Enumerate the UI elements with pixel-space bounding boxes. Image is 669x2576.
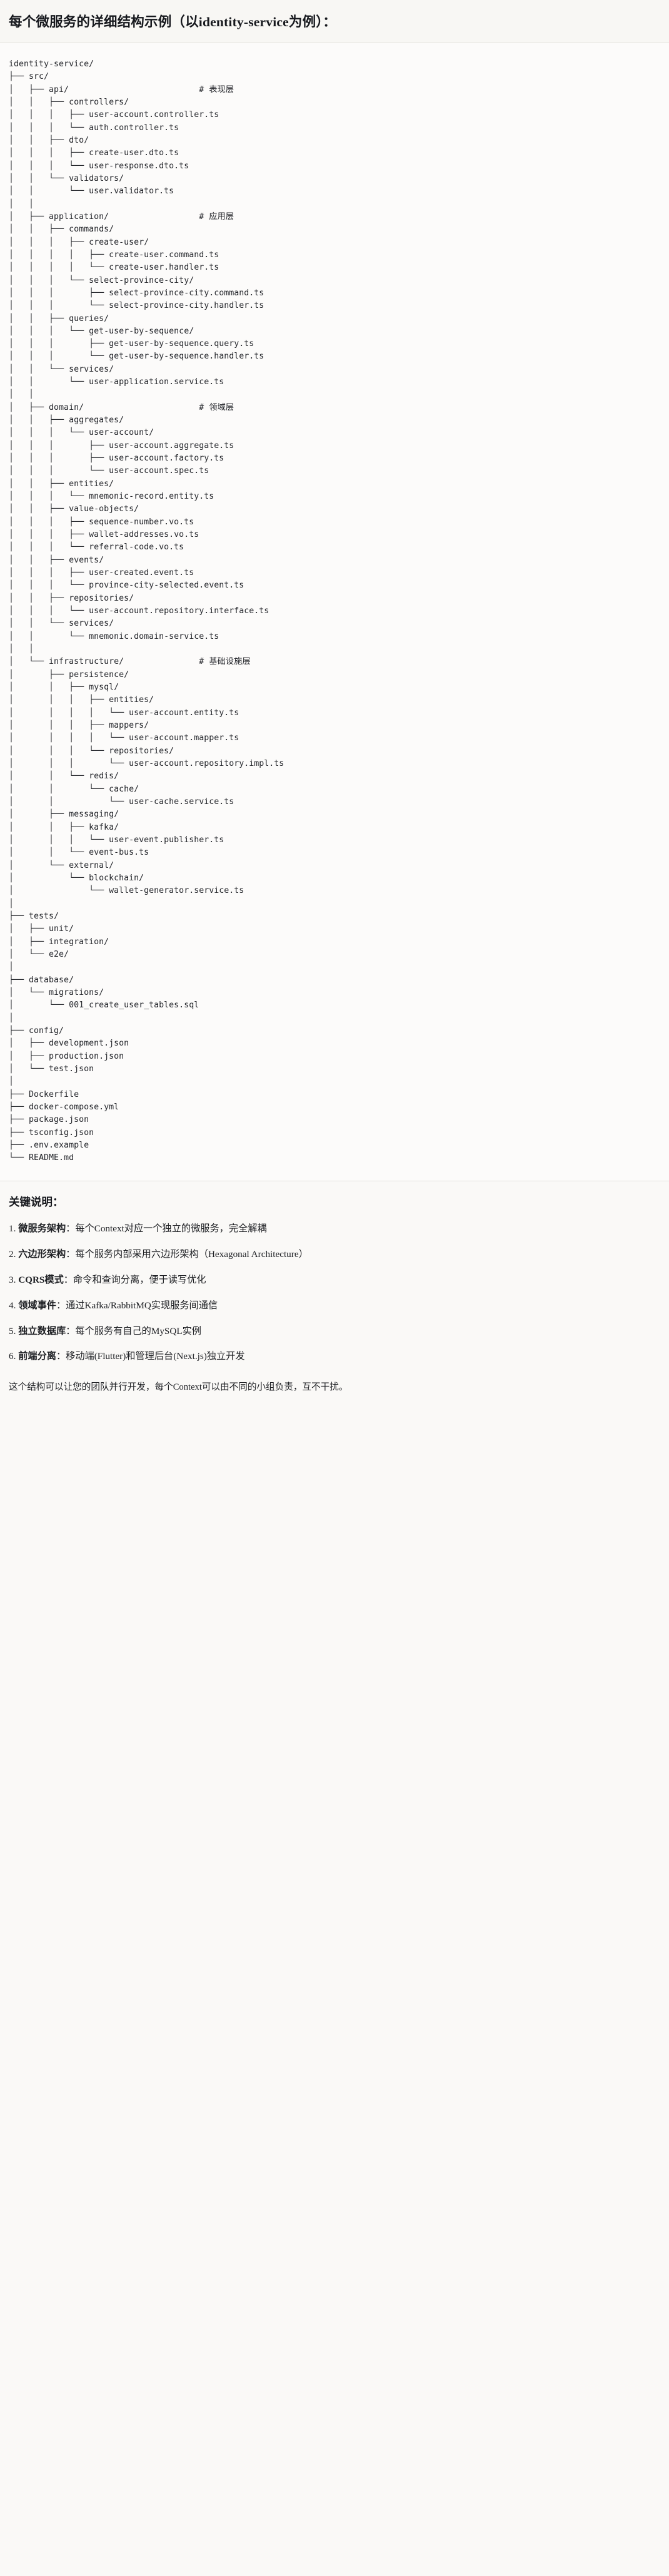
key-note-term: 前端分离 xyxy=(18,1351,56,1362)
key-note-number: 1. xyxy=(9,1223,16,1235)
key-note-item: 3. CQRS模式：命令和查询分离，便于读写优化 xyxy=(9,1273,660,1288)
key-note-separator: ： xyxy=(56,1351,66,1362)
key-note-number: 4. xyxy=(9,1300,16,1311)
key-note-item: 4. 领域事件：通过Kafka/RabbitMQ实现服务间通信 xyxy=(9,1299,660,1313)
key-note-separator: ： xyxy=(66,1249,76,1260)
key-note-item: 1. 微服务架构：每个Context对应一个独立的微服务，完全解耦 xyxy=(9,1222,660,1236)
key-note-term: 微服务架构 xyxy=(18,1223,66,1235)
key-note-description: 命令和查询分离，便于读写优化 xyxy=(73,1275,206,1286)
key-note-item: 5. 独立数据库：每个服务有自己的MySQL实例 xyxy=(9,1325,660,1339)
key-note-separator: ： xyxy=(56,1300,66,1311)
closing-paragraph: 这个结构可以让您的团队并行开发，每个Context可以由不同的小组负责，互不干扰… xyxy=(9,1382,348,1393)
key-note-number: 6. xyxy=(9,1351,16,1362)
key-note-description: 每个服务内部采用六边形架构（Hexagonal Architecture） xyxy=(75,1249,308,1260)
document-page: 每个微服务的详细结构示例（以identity-service为例）： ident… xyxy=(0,0,669,1412)
page-title: 每个微服务的详细结构示例（以identity-service为例）： xyxy=(9,14,336,29)
key-note-separator: ： xyxy=(66,1223,76,1235)
key-note-term: 独立数据库 xyxy=(18,1325,66,1336)
key-note-term: CQRS模式 xyxy=(18,1275,64,1286)
key-notes-heading: 关键说明： xyxy=(9,1196,64,1209)
key-note-separator: ： xyxy=(63,1275,73,1286)
key-note-item: 6. 前端分离：移动端(Flutter)和管理后台(Next.js)独立开发 xyxy=(9,1350,660,1364)
key-note-separator: ： xyxy=(66,1325,76,1336)
document-header: 每个微服务的详细结构示例（以identity-service为例）： xyxy=(0,0,669,43)
key-note-item: 2. 六边形架构：每个服务内部采用六边形架构（Hexagonal Archite… xyxy=(9,1248,660,1262)
key-note-term: 领域事件 xyxy=(18,1300,56,1311)
key-note-term: 六边形架构 xyxy=(18,1249,66,1260)
directory-tree: identity-service/ ├── src/ │ ├── api/ # … xyxy=(9,59,284,1163)
directory-tree-block: identity-service/ ├── src/ │ ├── api/ # … xyxy=(0,43,669,1182)
key-note-number: 2. xyxy=(9,1249,16,1260)
key-note-description: 每个服务有自己的MySQL实例 xyxy=(75,1325,201,1336)
key-note-description: 通过Kafka/RabbitMQ实现服务间通信 xyxy=(66,1300,218,1311)
key-note-description: 每个Context对应一个独立的微服务，完全解耦 xyxy=(75,1223,267,1235)
key-note-description: 移动端(Flutter)和管理后台(Next.js)独立开发 xyxy=(66,1351,245,1362)
key-note-number: 5. xyxy=(9,1325,16,1336)
key-note-number: 3. xyxy=(9,1275,16,1286)
